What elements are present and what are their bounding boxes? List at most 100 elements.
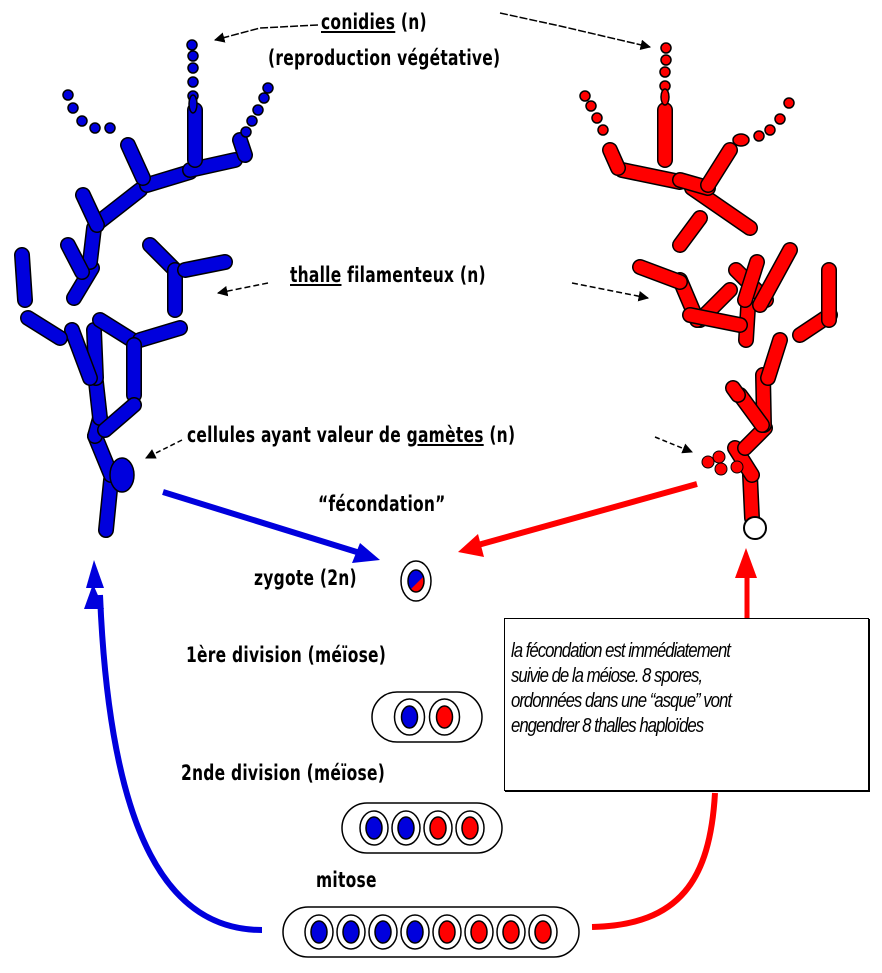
nucleus-strain-a [342,920,360,944]
hypha-segment [753,243,797,312]
pointer-arrows [145,12,693,459]
nucleus-strain-a [310,920,328,944]
label-mitose: mitose [316,868,377,892]
note-line: la fécondation est immédiatement [511,640,731,662]
hypha-segment [92,183,147,229]
arrow-thalle-right [571,282,650,302]
spore-wall [496,914,526,950]
conidium [187,76,199,88]
conidium [67,102,79,114]
hypha-segment [93,313,139,347]
term-gametes: gamètes [406,423,484,447]
ascus-2-nuclei [371,691,483,743]
conidium [783,97,795,109]
conidium [262,82,274,94]
conidium [188,94,198,114]
hypha-segment [615,163,687,189]
spore-wall [400,914,430,950]
conidium [597,124,609,136]
conidium [89,122,101,134]
hypha-segment [673,211,707,252]
hypha-segment [726,381,745,402]
hypha-segment [140,165,197,192]
spore-wall [304,914,334,950]
ascus-wall [371,691,483,743]
spore-wall [336,914,366,950]
hypha-segment [15,248,32,307]
conidium [764,124,776,136]
spore-wall [455,810,485,846]
conidium [732,133,750,147]
conidium [62,89,74,101]
note-line: engendrer 8 thalles haploïdes [511,715,704,737]
label-zygote: zygote (2n) [254,566,357,590]
spore-wall [464,914,494,950]
conidium [186,39,198,51]
nucleus-strain-b [502,920,520,944]
conidium [246,115,258,127]
conidium [579,90,591,102]
nucleus-strain-b [429,816,447,840]
label-division-2: 2nde division (méïose) [181,761,386,785]
fecundation-arrow-a [162,489,380,563]
hypha-segment [76,188,104,232]
hypha-segment [89,375,107,425]
nucleus-strain-b [438,920,456,944]
thallus-strain-a [14,39,274,538]
label-gametes: cellules ayant valeur de gamètes (n) [187,423,516,447]
gametes-strain-b [701,450,744,476]
hypha-segment [98,398,141,437]
conidium [76,115,88,127]
spore-wall [432,914,462,950]
spore-wall [393,698,426,736]
return-arrow-a [84,560,263,933]
nucleus-strain-a [397,816,415,840]
arrow-gametes-left [145,439,183,459]
spore-wall [359,810,389,846]
hypha-segment [183,153,242,177]
hypha-segment [133,321,187,347]
arrow-conidies-left [213,24,319,43]
spore-wall [391,810,421,846]
conidium [585,100,597,112]
hypha-segment [178,255,232,277]
note-line: ordonnées dans une “asque” vont [511,690,732,712]
conidium [660,54,672,66]
hypha-segment [87,323,103,385]
hypha-segment [738,255,764,307]
zygote-cell [400,560,432,602]
return-arrow-b [591,548,757,930]
hypha-segment [761,333,787,385]
conidium [753,130,765,142]
fecundation-arrow-b [458,481,698,557]
empty-cell [743,516,767,540]
hypha-segment [99,473,118,537]
nucleus-strain-b [435,705,454,729]
hypha-segment [685,181,757,235]
nucleus-strain-b [534,920,552,944]
arrow-thalle-left [216,282,269,297]
note-line: suivie de la méiose. 8 spores, [511,665,703,687]
label-thalle: thalle filamenteux (n) [290,263,486,287]
conidium [659,66,671,78]
hypha-segment [633,260,687,289]
conidium [104,122,116,134]
hypha-segment [603,143,625,175]
nucleus-strain-a [374,920,392,944]
term-thalle: thalle [290,263,342,287]
conidium [660,42,672,54]
arrow-gametes-right [654,436,693,454]
hypha-segment [701,143,737,192]
nucleus-strain-a [365,816,383,840]
ascus-wall [341,802,503,854]
hypha-segment [728,441,759,482]
conidium [240,126,252,138]
hypha-segment [21,311,67,345]
conidium [252,104,264,116]
hypha-segment [65,323,97,385]
ascus-4-nuclei [341,802,503,854]
nucleus-strain-a [406,920,424,944]
nucleus-strain-b [470,920,488,944]
hypha-segment [683,308,747,332]
